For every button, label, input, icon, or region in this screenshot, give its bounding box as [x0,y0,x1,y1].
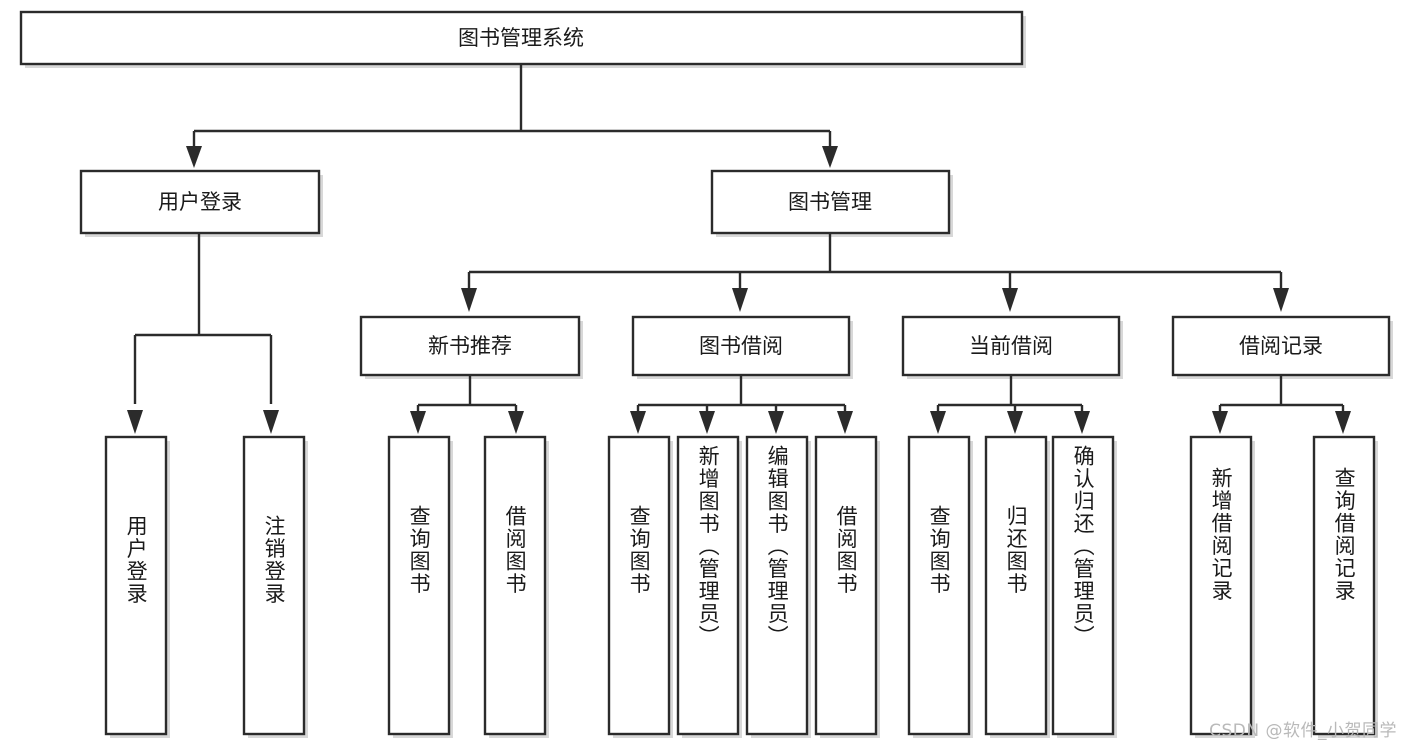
leaf-box-borrow-borrow-book[interactable] [814,435,878,736]
node-root-box[interactable] [19,10,1024,66]
leaf-box-record-query-record[interactable] [1312,435,1376,736]
node-new-book-recommend-label: 新书推荐 [428,334,512,358]
node-book-borrow-label: 图书借阅 [699,334,783,358]
node-book-management-label: 图书管理 [788,190,872,214]
node-borrow-record-box[interactable] [1171,315,1391,377]
node-new-book-recommend-box[interactable] [359,315,581,377]
leaf-box-current-query-book[interactable] [907,435,971,736]
node-book-borrow-box[interactable] [631,315,851,377]
connector-arrowheads [127,146,1351,434]
leaf-box-user-login-logout[interactable] [242,435,306,736]
leaf-box-current-confirm-return[interactable] [1051,435,1115,736]
node-borrow-record-label: 借阅记录 [1239,334,1323,358]
leaf-box-current-return-book[interactable] [984,435,1048,736]
leaf-box-borrow-query-book[interactable] [607,435,671,736]
leaf-box-recommend-borrow-book[interactable] [483,435,547,736]
node-current-borrow-label: 当前借阅 [969,334,1053,358]
node-current-borrow-box[interactable] [901,315,1121,377]
leaf-box-recommend-query-book[interactable] [387,435,451,736]
leaf-box-record-add-record[interactable] [1189,435,1253,736]
node-user-login-label: 用户登录 [158,190,242,214]
node-book-management-box[interactable] [710,169,951,235]
node-root-label: 图书管理系统 [458,26,584,50]
leaf-box-borrow-add-book[interactable] [676,435,740,736]
leaf-box-borrow-edit-book[interactable] [745,435,809,736]
leaf-box-user-login-login[interactable] [104,435,168,736]
node-user-login-box[interactable] [79,169,321,235]
